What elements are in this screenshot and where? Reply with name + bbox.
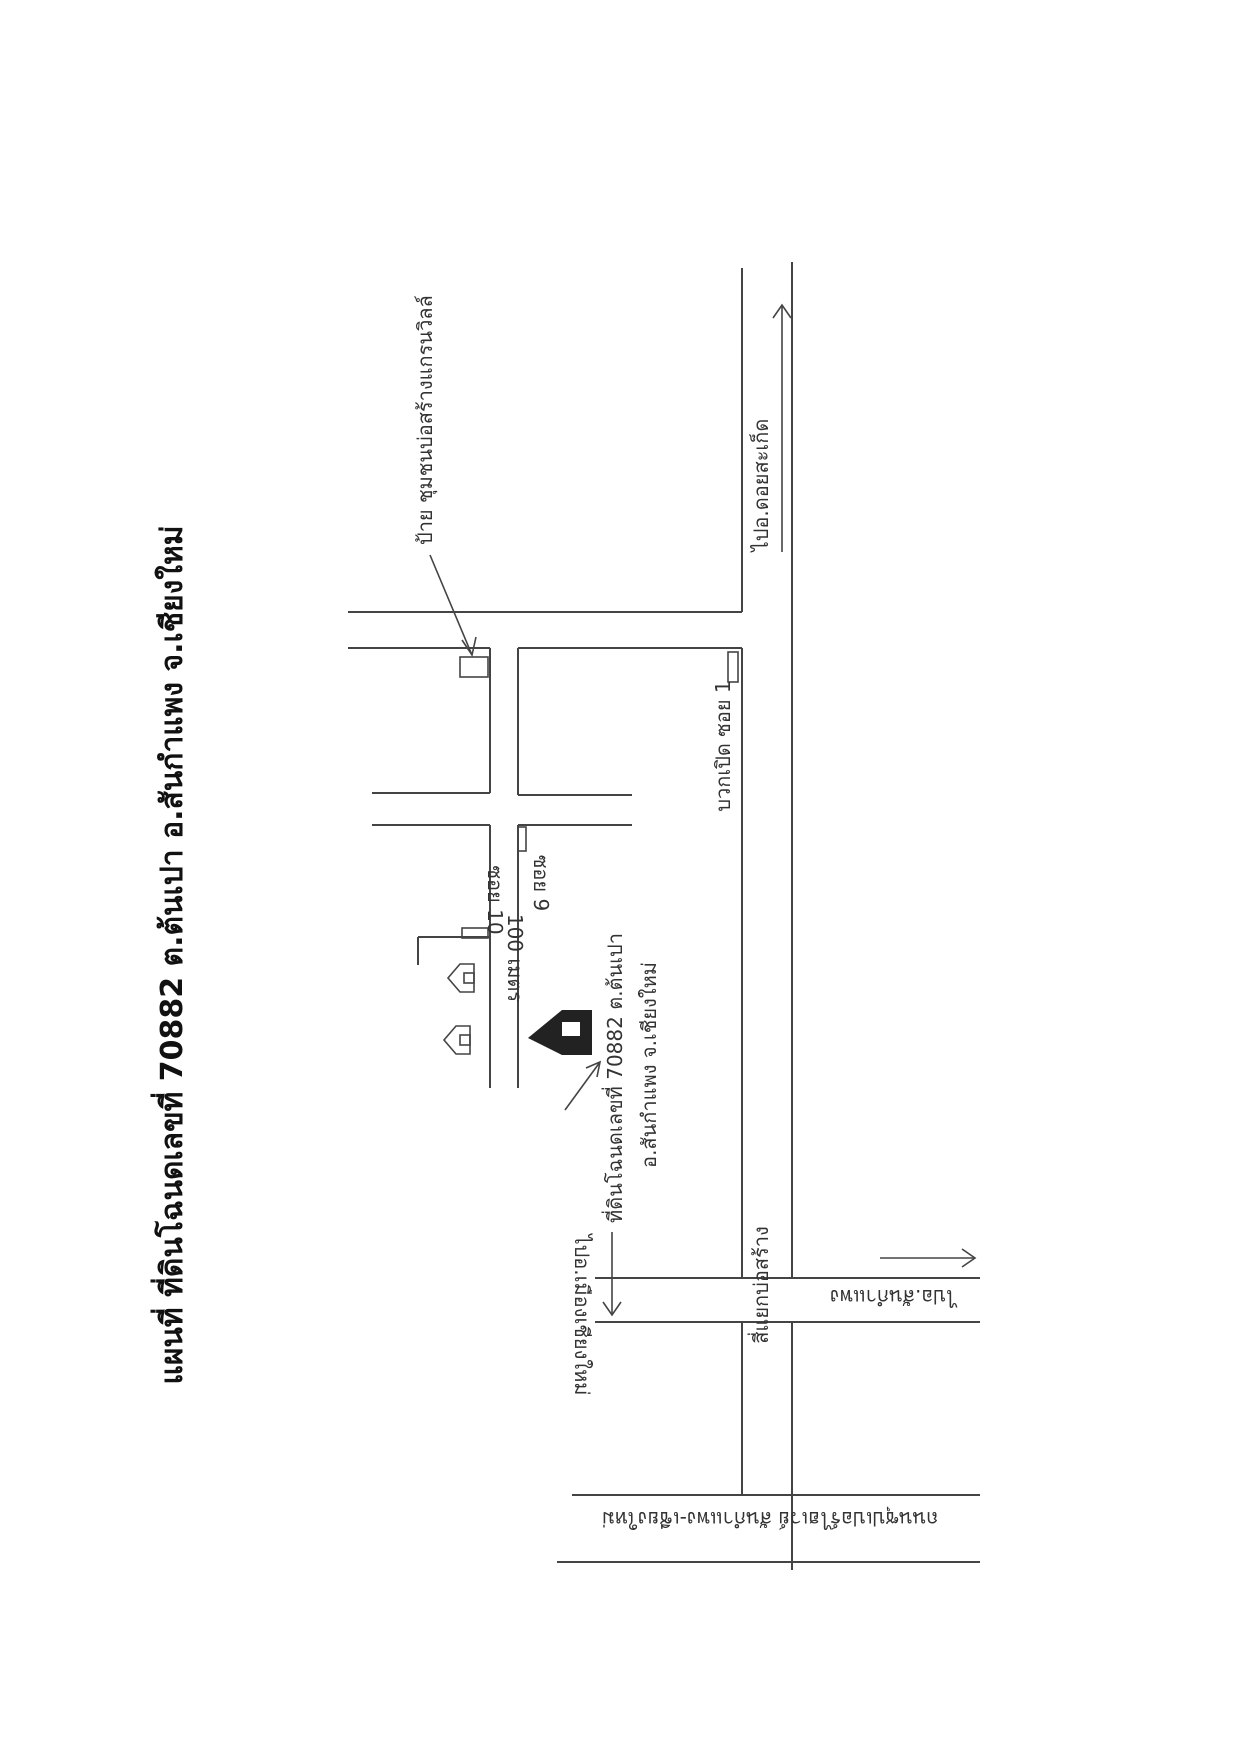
parcel-house-icon — [528, 1010, 592, 1055]
label-soi-9: ซอย 9 — [529, 855, 553, 911]
label-to-san-kamphaeng: ไปอ.สันกำแพง — [830, 1285, 958, 1309]
sign-marker-icon — [459, 656, 489, 678]
soi-roads — [348, 647, 743, 1278]
label-main-road: ถนนซุปเปอร์ไฮเวย์ สันกำแพง-เชียงใหม่ — [602, 1506, 939, 1531]
parcel-label-line1: ที่ดินโฉนดเลขที่ 70882 ต.ต้นเปา — [601, 933, 627, 1223]
arrow-icon — [772, 303, 792, 552]
label-to-chiang-mai: ไปอ.เมืองเชียงใหม่ — [570, 1233, 594, 1396]
label-bawak-soi-1: บวกเปิด ซอย 1 — [711, 680, 735, 811]
cross-road — [595, 1277, 980, 1495]
arrow-icon — [602, 1232, 622, 1317]
arrow-icon — [880, 1248, 977, 1268]
label-distance: 100 เมตร — [503, 914, 527, 1003]
label-sign: ป้าย ชุมชนบ่อสร้างแกรนวิลล์ — [413, 295, 438, 545]
soi-1-marker — [727, 651, 739, 683]
soi-9-marker — [517, 826, 527, 852]
soi-10-marker — [461, 927, 489, 939]
label-soi-10: ซอย 10 — [483, 865, 507, 934]
map-title: แผนที่ ที่ดินโฉนดเลขที่ 70882 ต.ต้นเปา อ… — [150, 525, 190, 1384]
house-icon — [446, 963, 475, 993]
parcel-label-line2: อ.สันกำแพง จ.เชียงใหม่ — [637, 962, 661, 1168]
house-icon — [442, 1025, 471, 1055]
label-to-doi-saket: ไปอ.ดอยสะเก็ด — [748, 419, 773, 554]
label-junction: สี่แยกบ่อสร้าง — [747, 1226, 773, 1344]
main-highway — [348, 262, 793, 1570]
